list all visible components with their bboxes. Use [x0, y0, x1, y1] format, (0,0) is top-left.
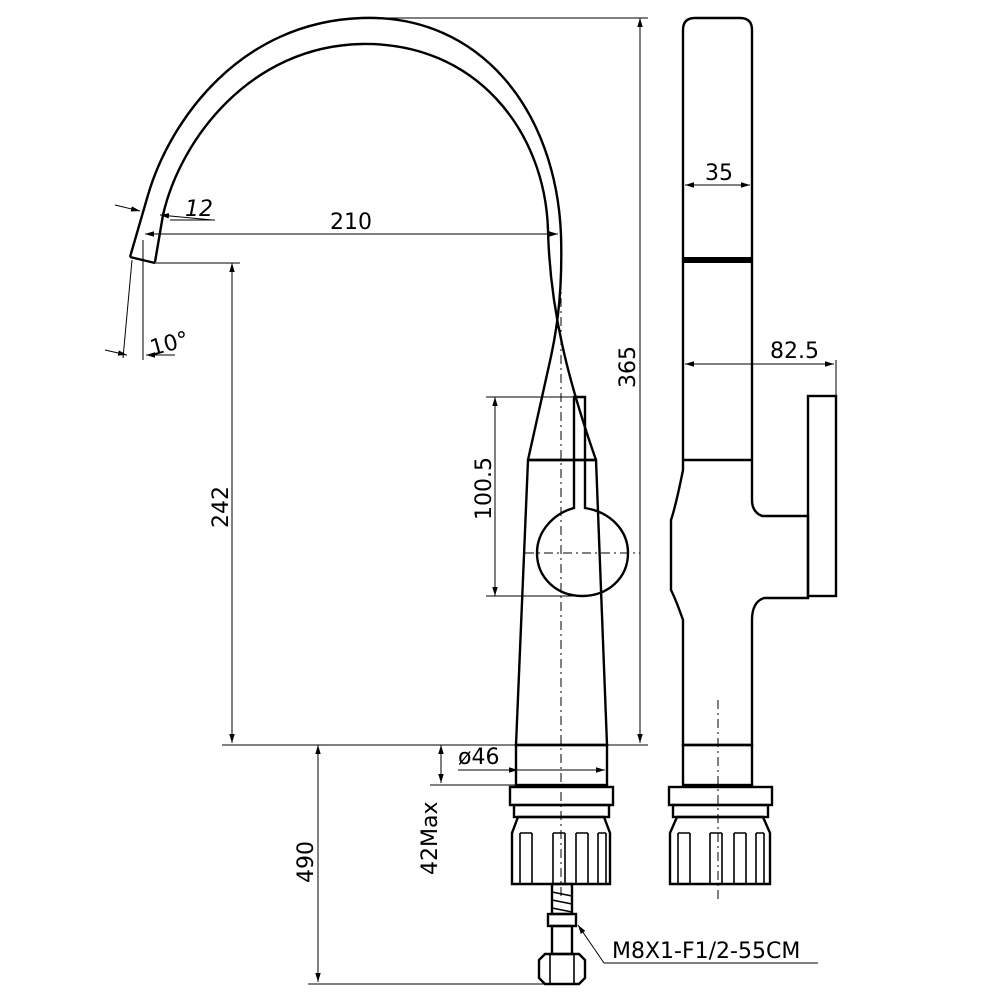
spout-outer-edge [128, 16, 563, 461]
dim-spout-angle: 10° [147, 327, 191, 361]
side-nut-slots [677, 832, 765, 884]
dim-counter-thickness: 42Max [418, 802, 443, 875]
front-view [128, 16, 640, 986]
supply-hose [537, 882, 587, 986]
hose-callout-label: M8X1-F1/2-55CM [612, 939, 800, 964]
side-base-nut-ring [671, 803, 770, 819]
side-base-collar [681, 743, 754, 787]
dim-side-width: 35 [705, 161, 733, 186]
side-base-nut-lower [668, 815, 772, 886]
side-aerator-band [683, 257, 752, 263]
dim-lever-height: 100.5 [472, 457, 497, 520]
dimension-lines [104, 17, 837, 985]
dim-side-depth: 82.5 [770, 339, 819, 364]
dim-spout-tube: 12 [185, 197, 213, 222]
base-nut-lower [510, 815, 612, 886]
side-body-outline [669, 16, 810, 747]
lever-handle [535, 395, 630, 598]
dim-spout-reach: 210 [330, 210, 372, 235]
dim-outlet-height: 242 [209, 486, 234, 528]
side-lever [806, 394, 838, 598]
spout-inner-edge [153, 42, 598, 461]
dim-hose-length: 490 [294, 841, 319, 883]
dim-body-diameter: ø46 [458, 745, 499, 770]
side-view [667, 16, 838, 900]
dim-total-height: 365 [616, 346, 641, 388]
dimension-labels: 12 210 10° 242 365 100.5 ø46 42Max 490 3… [147, 161, 819, 964]
nut-slots [519, 832, 607, 884]
side-base-nut-upper [667, 785, 774, 807]
